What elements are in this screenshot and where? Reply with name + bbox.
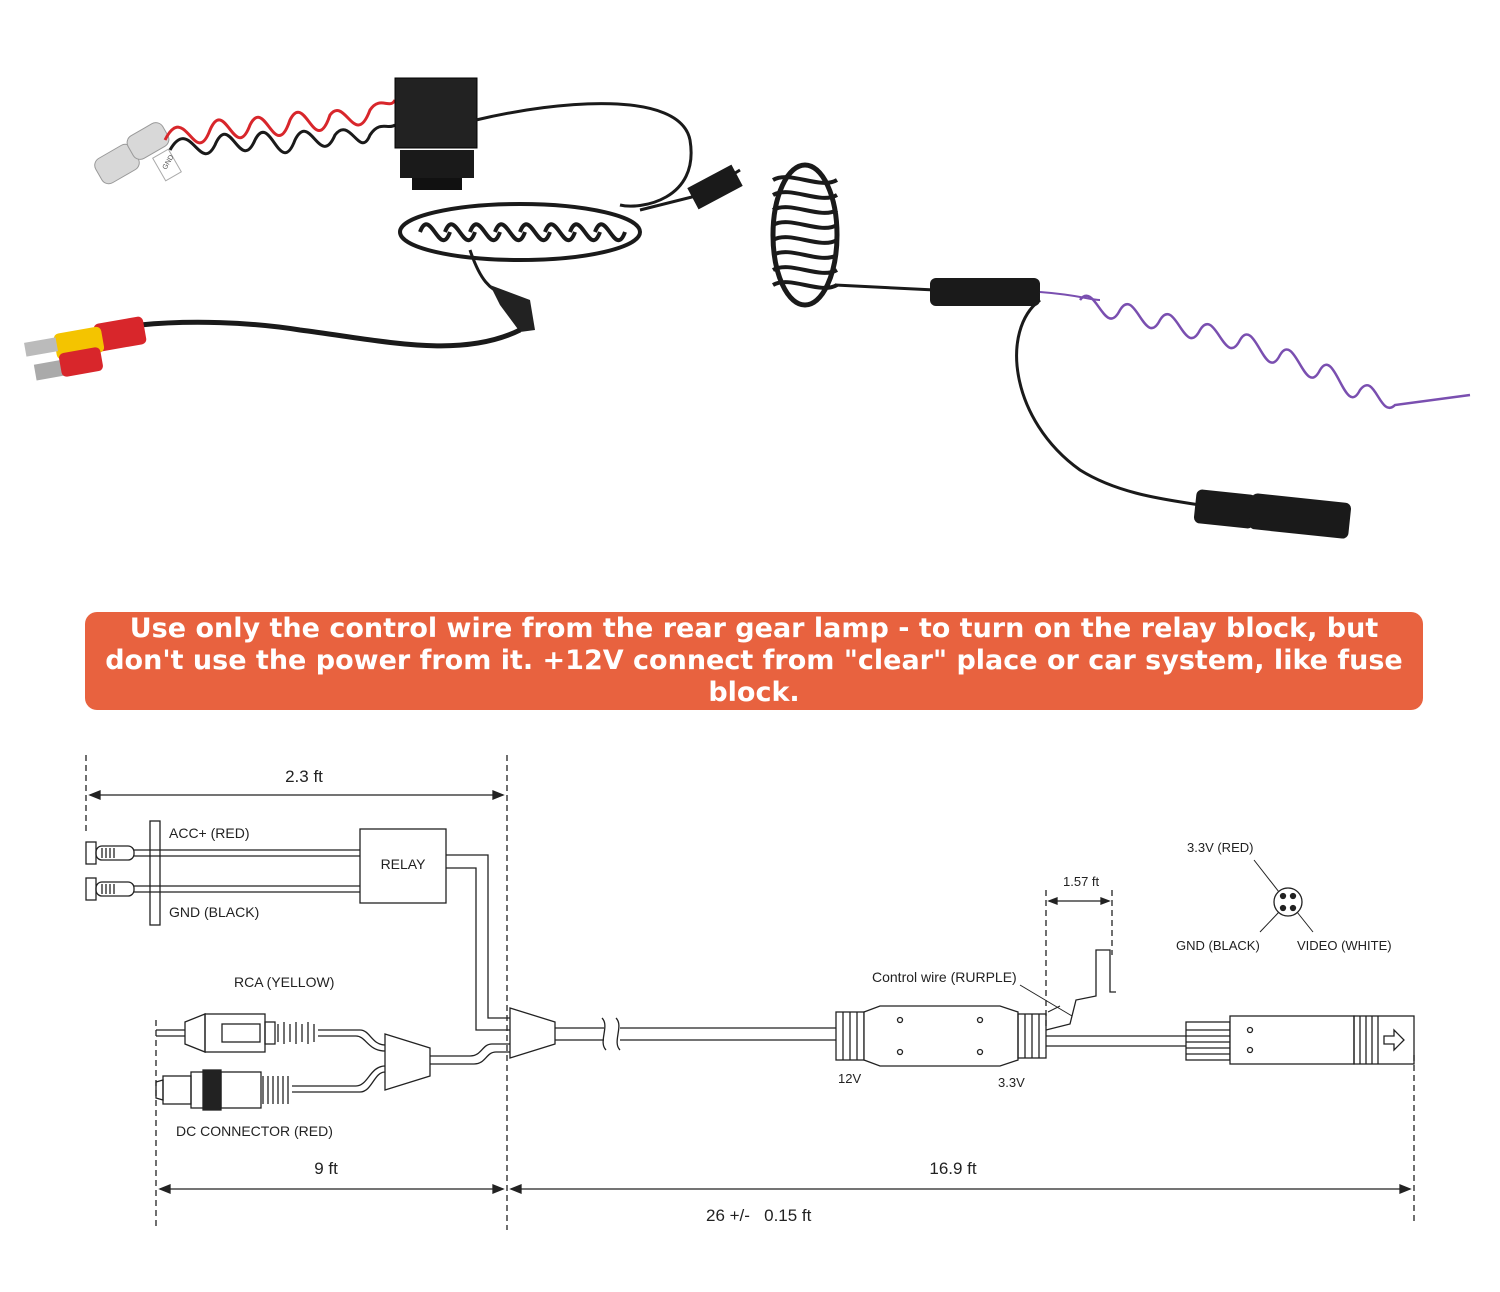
- dim-camera-label: 16.9 ft: [929, 1159, 977, 1178]
- splitter-link-top: [430, 1043, 510, 1057]
- relay-output-wire-inner: [446, 867, 510, 1031]
- inline-camera-connector: [835, 1005, 1047, 1067]
- spade-terminals: GND: [94, 122, 182, 185]
- rca-wire-top: [318, 1029, 386, 1046]
- pin-3v3-label: 3.3V (RED): [1187, 840, 1253, 855]
- dim-camera-arrows: [509, 1184, 1412, 1194]
- terminal-tag: [149, 820, 161, 926]
- relay-block: [359, 828, 447, 904]
- main-splitter: [509, 1007, 556, 1059]
- rca-label: RCA (YELLOW): [234, 974, 334, 990]
- notice-banner: Use only the control wire from the rear …: [85, 612, 1423, 710]
- inline-connector: [834, 278, 1201, 507]
- relay-output-wire-outer: [446, 854, 510, 1019]
- label-3v3: 3.3V: [998, 1075, 1025, 1090]
- dim-total-label: 26 +/- 0.15 ft: [706, 1206, 812, 1225]
- pinout-diagram: [1253, 859, 1314, 933]
- female-camera-connector: [1193, 489, 1352, 539]
- female-camera-plug: [1185, 1015, 1415, 1065]
- splitter-link-bottom: [430, 1051, 510, 1065]
- control-wire-pointer: [1047, 1005, 1061, 1013]
- dim-relay-label: 2.3 ft: [285, 767, 323, 786]
- notice-text: Use only the control wire from the rear …: [105, 613, 1403, 708]
- acc-label: ACC+ (RED): [169, 825, 250, 841]
- dim-relay-arrows: [88, 790, 505, 800]
- acc-spade-terminal: [85, 841, 135, 865]
- dim-av-label: 9 ft: [314, 1159, 338, 1178]
- coiled-power-wires: [163, 99, 397, 156]
- relay-label: RELAY: [381, 856, 427, 872]
- control-wire-label: Control wire (RURPLE): [872, 969, 1017, 985]
- relay-box: [394, 77, 478, 190]
- pin-gnd-label: GND (BLACK): [1176, 938, 1260, 953]
- wiring-diagram: 2.3 ft ACC+ (RED) GND (BLACK) RELAY RCA …: [85, 755, 1415, 1230]
- control-wire: [1045, 949, 1116, 1031]
- dc-wire-bottom: [292, 1071, 386, 1093]
- gnd-label: GND (BLACK): [169, 904, 259, 920]
- dc-label: DC CONNECTOR (RED): [176, 1123, 333, 1139]
- rca-wire-bottom: [318, 1035, 386, 1052]
- av-splitter: [384, 1033, 431, 1091]
- cable-break-left: [601, 1017, 607, 1051]
- right-angle-plug: [468, 249, 535, 332]
- purple-control-wire: [1079, 294, 1471, 409]
- pin-video-label: VIDEO (WHITE): [1297, 938, 1392, 953]
- dc-wire-top: [292, 1065, 386, 1087]
- dc-connector: [155, 1069, 289, 1111]
- dim-av-arrows: [158, 1184, 505, 1194]
- label-12v: 12V: [838, 1071, 861, 1086]
- control-wire-leader: [1019, 984, 1073, 1017]
- relay-output-cable: [475, 102, 693, 208]
- rca-dc-connectors: [24, 316, 147, 381]
- camera-coiled-cable: [639, 162, 840, 308]
- av-cable: [139, 319, 522, 349]
- left-coiled-cable: [398, 202, 642, 262]
- cable-break-right: [615, 1017, 621, 1051]
- dim-control-arrows: [1047, 897, 1111, 905]
- cable-break-gap: [604, 1018, 620, 1050]
- rca-connector: [156, 1013, 315, 1053]
- product-photo: GND: [24, 77, 1471, 539]
- dim-control-label: 1.57 ft: [1063, 874, 1100, 889]
- gnd-spade-terminal: [85, 877, 135, 901]
